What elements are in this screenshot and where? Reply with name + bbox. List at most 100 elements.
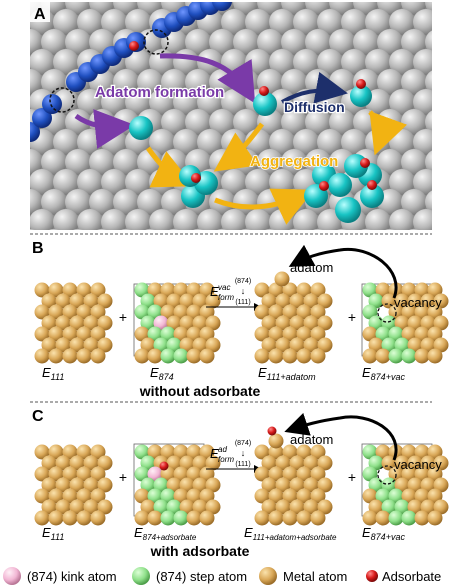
surface-atom (293, 129, 319, 155)
surface-atom (41, 29, 67, 55)
step-atom (381, 337, 397, 353)
svg-text:E: E (210, 284, 219, 299)
panel-c: C + E ad form (874) ↓ (111) adatom + vac… (32, 408, 449, 559)
metal-atom (199, 348, 215, 364)
surface-atom (30, 217, 31, 227)
metal-atom (268, 304, 284, 320)
formation-arrow (159, 53, 256, 104)
metal-atom (62, 510, 78, 526)
surface-atom (30, 57, 31, 67)
surface-atom (30, 149, 43, 175)
step-atom (134, 282, 150, 298)
metal-atom (76, 326, 92, 342)
metal-atom (433, 499, 449, 515)
surface-atom (293, 49, 319, 75)
adatom (274, 271, 290, 287)
surface-atom (461, 9, 474, 35)
surface-atom (137, 189, 163, 215)
metal-atom (407, 455, 423, 471)
metal-atom (303, 477, 319, 493)
metal-atom (401, 488, 417, 504)
metal-atom (97, 477, 113, 493)
kink-atom (153, 315, 169, 331)
surface-atom (281, 29, 307, 55)
metal-atom (275, 293, 291, 309)
step-atom (401, 510, 417, 526)
metal-atom (97, 315, 113, 331)
metal-atom (317, 293, 333, 309)
surface-atom (329, 29, 355, 55)
metal-atom (310, 326, 326, 342)
surface-atom (389, 9, 415, 35)
surface-atom (149, 129, 175, 155)
metal-atom (254, 282, 270, 298)
step-atom (375, 488, 391, 504)
metal-atom (254, 444, 270, 460)
metal-atom (48, 444, 64, 460)
surface-atom (101, 9, 127, 35)
legend-item-kink: (874) kink atom (3, 567, 117, 585)
metal-atom (303, 455, 319, 471)
surface-atom (305, 29, 331, 55)
surface-atom (389, 89, 415, 115)
adsorbate-swatch (366, 570, 378, 582)
metal-atom (368, 337, 384, 353)
surface-atom (169, 229, 179, 230)
adatom (253, 92, 277, 116)
surface-atom (269, 49, 295, 75)
step-atom (140, 455, 156, 471)
surface-atom (137, 69, 163, 95)
surface-atom (257, 29, 283, 55)
surface-atom (30, 169, 55, 195)
energy-label: E874+adsorbate (134, 525, 197, 542)
plus-sign: + (348, 469, 356, 485)
surface-atom (437, 49, 463, 75)
metal-atom (83, 293, 99, 309)
surface-atom (53, 9, 79, 35)
metal-atom (427, 282, 443, 298)
metal-atom (289, 293, 305, 309)
surface-atom (185, 109, 211, 135)
metal-atom (199, 510, 215, 526)
metal-atom (296, 326, 312, 342)
surface-atom (269, 9, 295, 35)
metal-atom (166, 315, 182, 331)
metal-atom (69, 477, 85, 493)
metal-atom (268, 326, 284, 342)
metal-atom (90, 326, 106, 342)
step-atom (147, 304, 163, 320)
formation-arrow (74, 109, 135, 149)
metal-atom (414, 510, 430, 526)
metal-atom (401, 282, 417, 298)
transfer-arrow (284, 412, 398, 461)
metal-atom (83, 477, 99, 493)
surface-atom (197, 89, 223, 115)
surface-atom (377, 149, 403, 175)
svg-text:form: form (218, 293, 234, 302)
metal-atom (427, 510, 443, 526)
metal-atom (48, 510, 64, 526)
surface-atom (289, 229, 299, 230)
surface-atom (209, 29, 235, 55)
metal-atom (76, 444, 92, 460)
metal-atom (414, 304, 430, 320)
metal-atom (414, 488, 430, 504)
energy-label: E111 (42, 525, 64, 542)
vacancy-marker (377, 465, 397, 485)
metal-atom (254, 488, 270, 504)
metal-atom (427, 326, 443, 342)
surface-atom (425, 110, 432, 134)
surface-atom (30, 229, 35, 230)
metal-atom (275, 337, 291, 353)
plus-sign: + (119, 309, 127, 325)
metal-atom (282, 348, 298, 364)
metal-atom (401, 444, 417, 460)
metal-atom (186, 282, 202, 298)
metal-atom (48, 282, 64, 298)
adatom (268, 433, 284, 449)
surface-atom (0, 0, 19, 15)
metal-atom (83, 315, 99, 331)
surface-atom (413, 49, 432, 75)
step-atom (30, 122, 40, 142)
surface-atom (161, 69, 187, 95)
